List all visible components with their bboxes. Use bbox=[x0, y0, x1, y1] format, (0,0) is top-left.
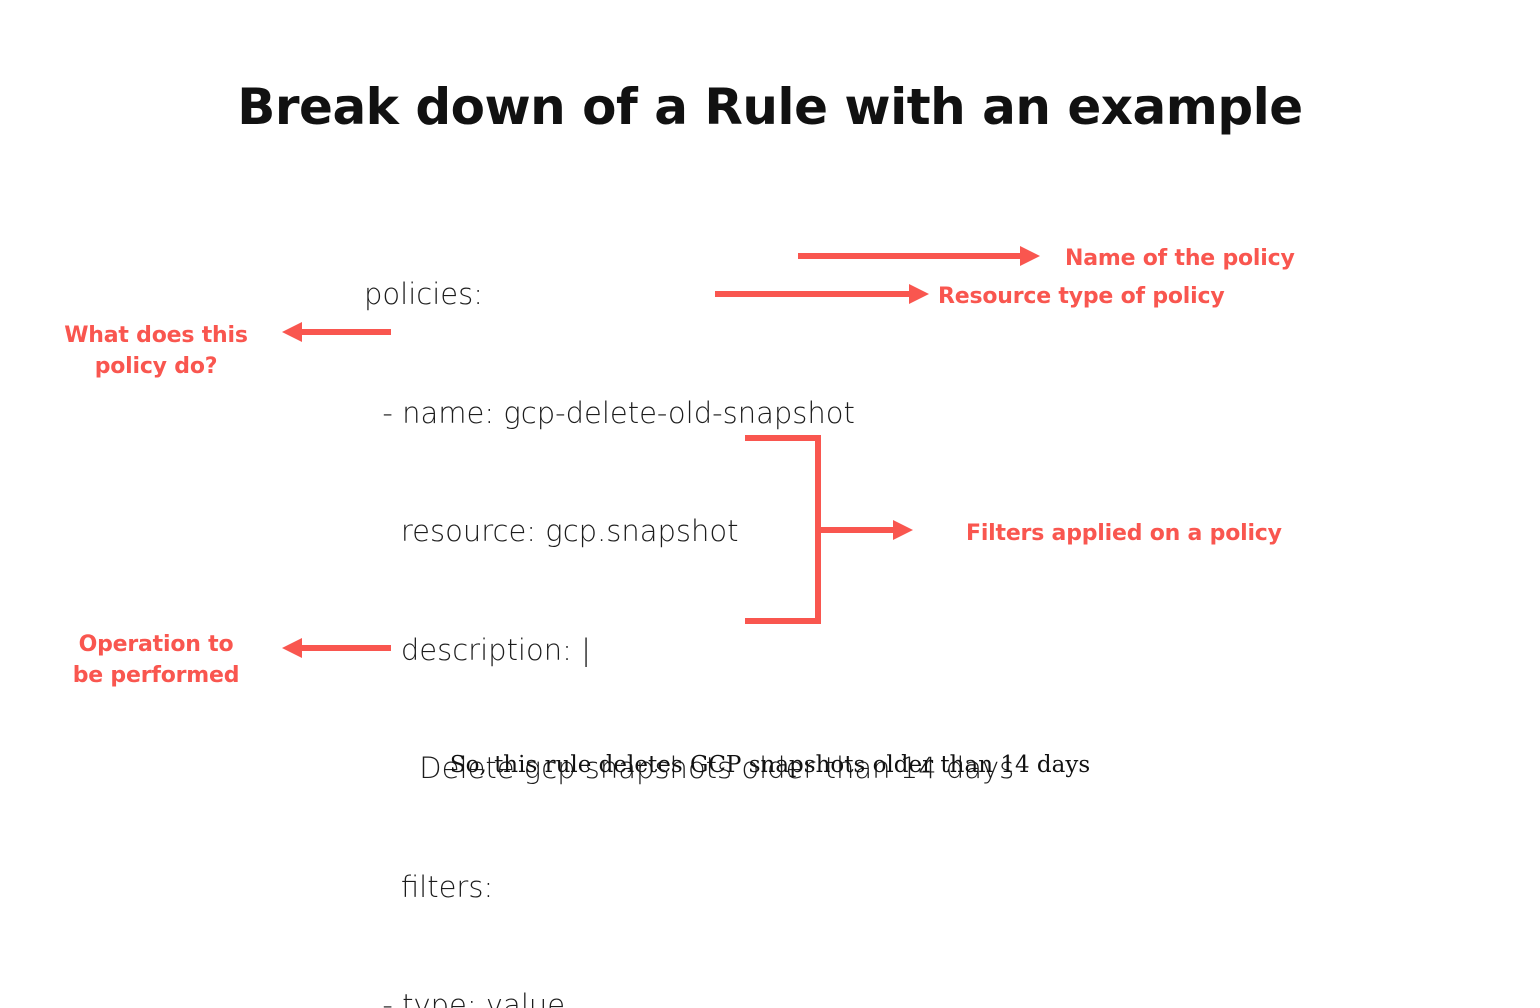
summary-caption: So, this rule deletes GCP snapshots olde… bbox=[449, 752, 1091, 778]
annotation-what-does-policy-do-line1: What does this bbox=[64, 323, 248, 348]
yaml-line-description: description: | bbox=[364, 632, 591, 667]
yaml-policy-block: policies: - name: gcp-delete-old-snapsho… bbox=[364, 196, 1014, 1008]
annotation-operation-line2: be performed bbox=[72, 663, 240, 688]
yaml-line-filters: filters: bbox=[364, 869, 494, 904]
yaml-line-resource: resource: gcp.snapshot bbox=[364, 514, 739, 548]
annotation-name-of-policy: Name of the policy bbox=[1065, 246, 1295, 271]
annotation-operation-line1: Operation to bbox=[78, 632, 234, 657]
yaml-line-name: - name: gcp-delete-old-snapshot bbox=[364, 395, 855, 430]
annotation-filters-applied: Filters applied on a policy bbox=[966, 521, 1282, 546]
yaml-line-filter-type: - type: value bbox=[364, 988, 566, 1008]
yaml-line-policies: policies: bbox=[364, 277, 483, 311]
yaml-line-description-text: Delete gcp snapshots older than 14 days bbox=[364, 751, 1015, 785]
annotation-operation-to-be-performed: Operation to be performed bbox=[48, 629, 264, 691]
page-title: Break down of a Rule with an example bbox=[237, 78, 1303, 136]
annotation-what-does-policy-do: What does this policy do? bbox=[48, 320, 264, 382]
annotation-resource-type: Resource type of policy bbox=[938, 284, 1225, 309]
annotation-what-does-policy-do-line2: policy do? bbox=[94, 354, 218, 379]
